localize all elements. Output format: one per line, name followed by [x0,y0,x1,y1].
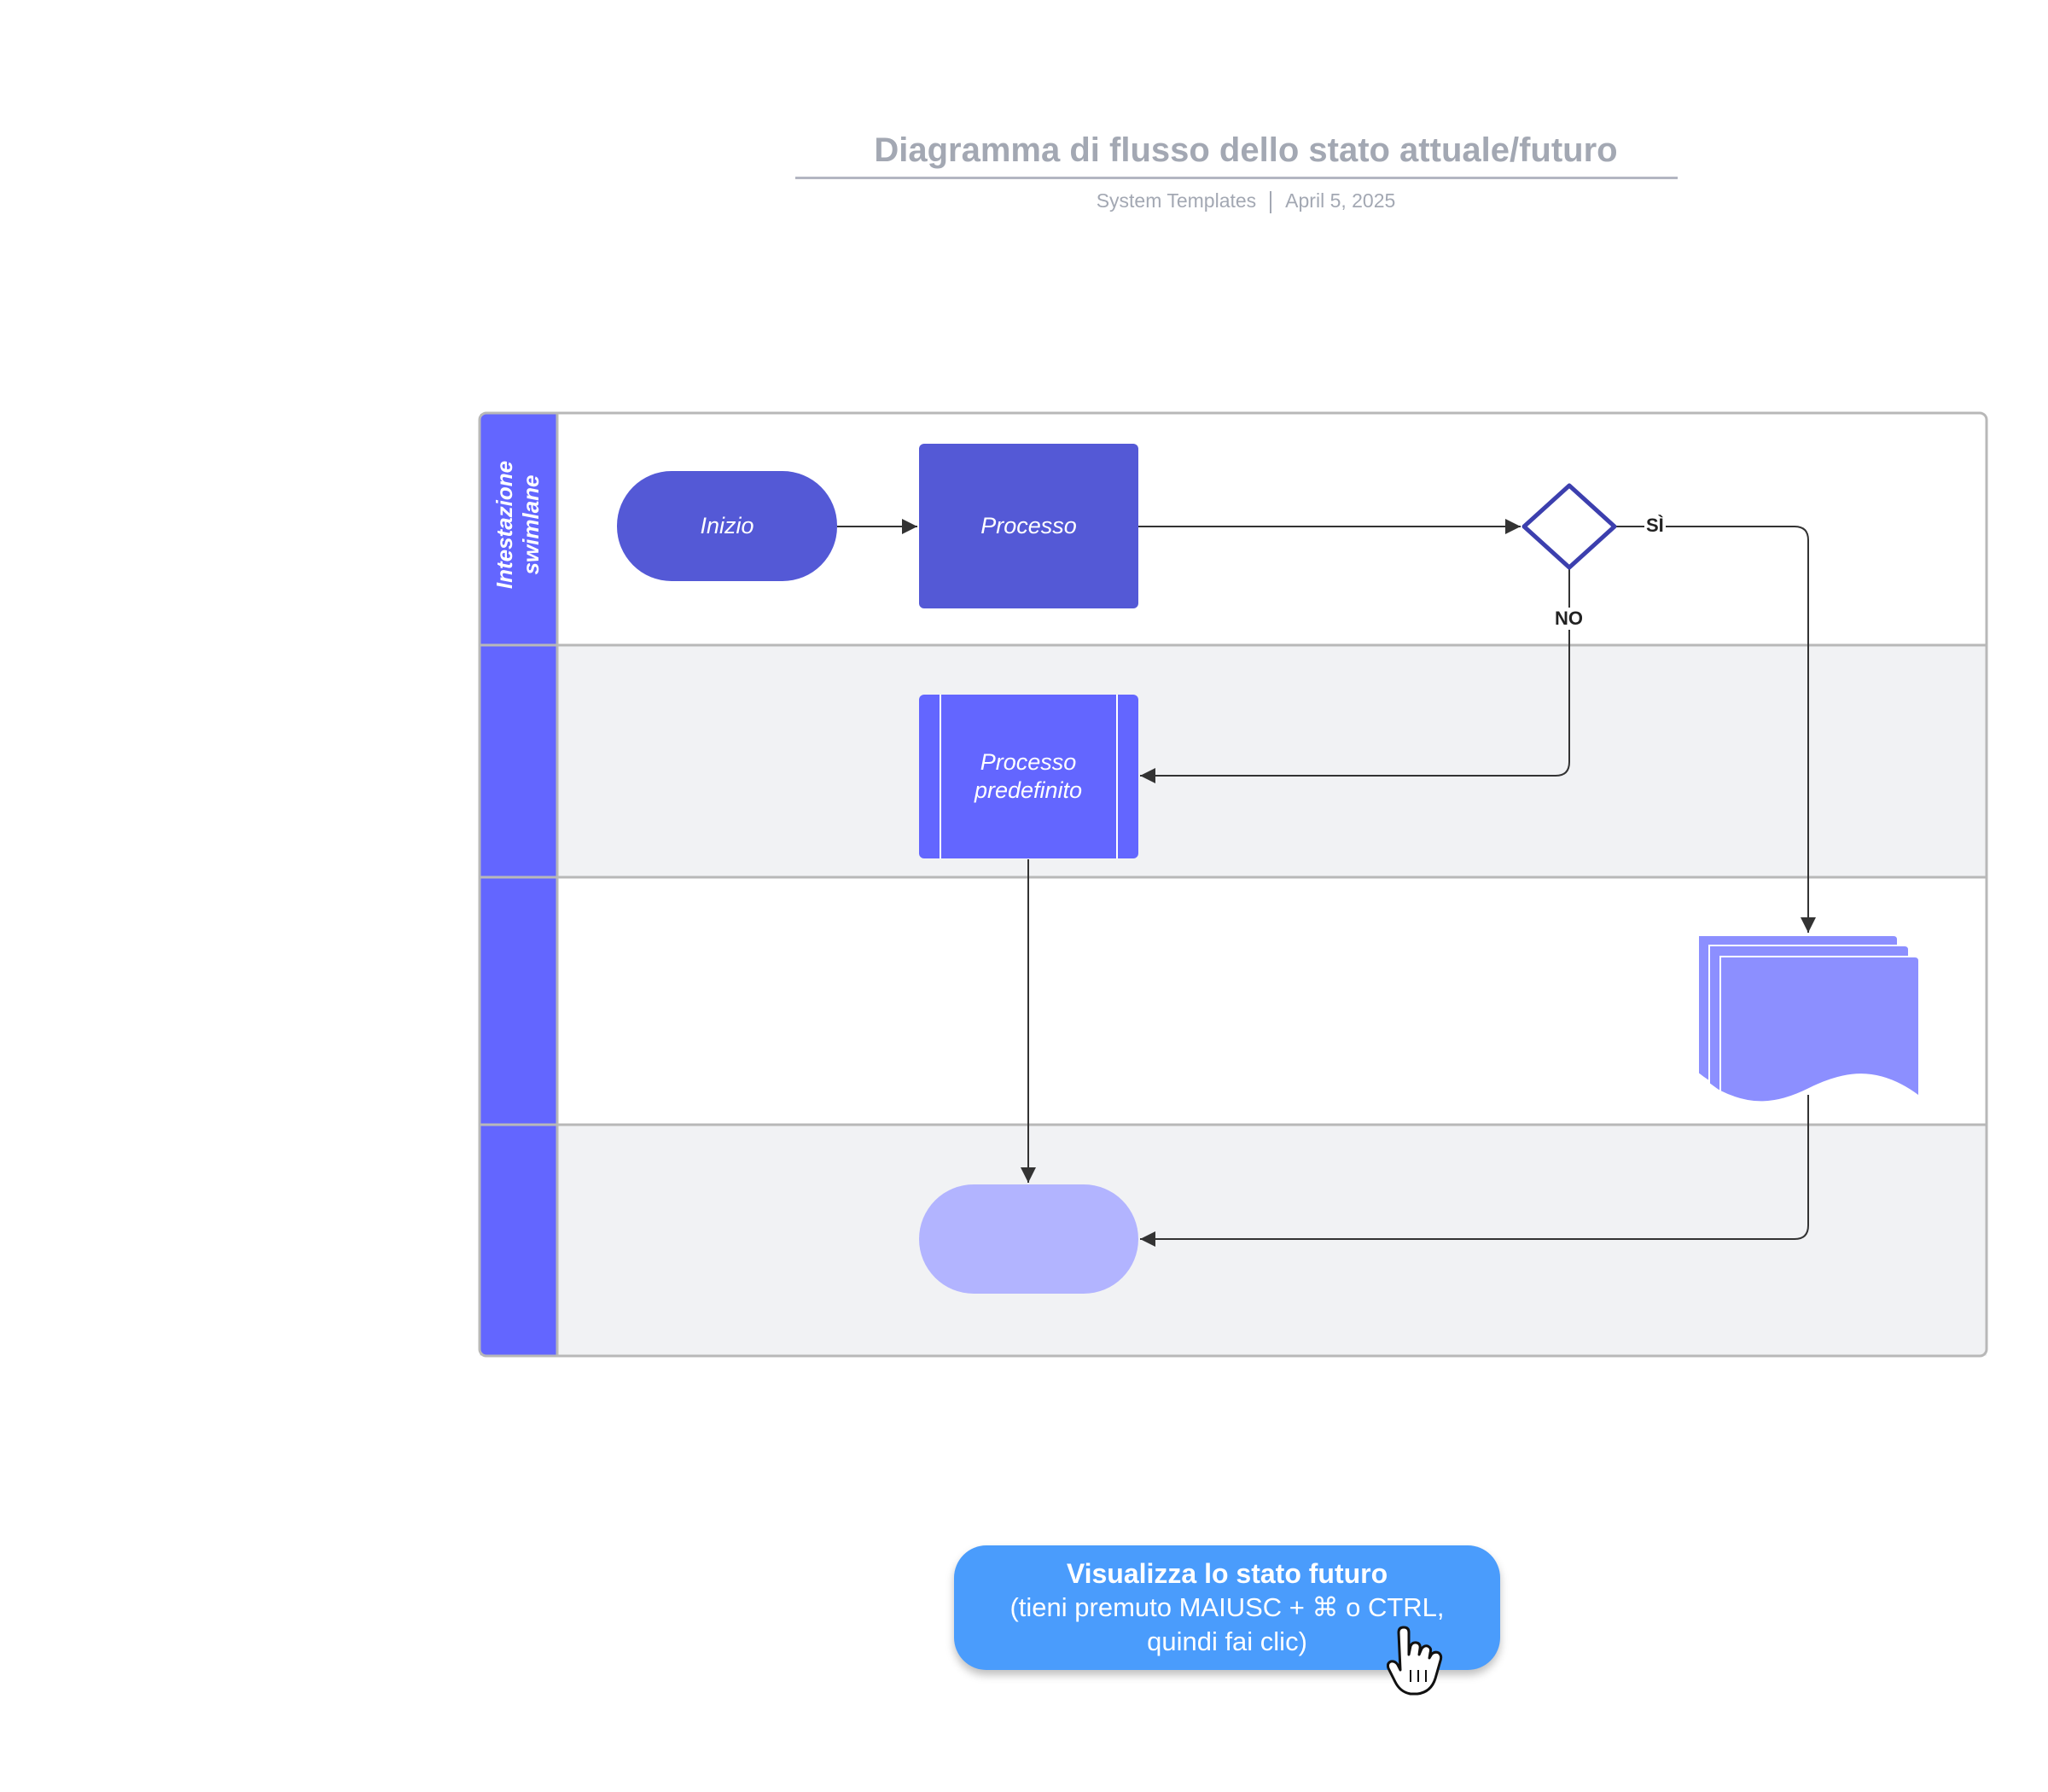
swimlane-border [478,411,1988,1358]
multiple-documents-shape[interactable] [1697,934,1920,1103]
predefined-process-box[interactable] [919,695,1138,858]
process-box[interactable] [919,444,1138,608]
end-terminator[interactable] [919,1184,1138,1294]
edge-label-yes: SÌ [1644,515,1666,537]
pointing-hand-cursor-icon [1387,1626,1443,1696]
start-terminator[interactable] [617,471,837,581]
lane-2-header[interactable] [480,645,557,877]
cta-title: Visualizza lo stato futuro [1066,1558,1388,1589]
edge-label-no: NO [1553,608,1585,630]
lane-4-header[interactable] [480,1125,557,1355]
cta-line-3: quindi fai clic) [1147,1626,1307,1656]
page-title: Diagramma di flusso dello stato attuale/… [874,131,1618,169]
page-subtitle: System Templates April 5, 2025 [794,189,1698,213]
connector-decision-no[interactable] [1140,567,1570,783]
connector-documents-to-end[interactable] [1140,1095,1809,1247]
decision-diamond[interactable] [1521,483,1617,570]
lane-2-body [480,645,1987,877]
title-underline [795,177,1678,179]
cta-line-2: (tieni premuto MAIUSC + ⌘ o CTRL, [1009,1592,1445,1622]
connector-decision-yes[interactable] [1613,526,1816,933]
lane-3-header[interactable] [480,877,557,1125]
lane-1-header[interactable] [480,414,557,645]
author-label: System Templates [1096,189,1257,212]
date-label: April 5, 2025 [1285,189,1396,212]
connectors [837,519,1816,1247]
lane-4-body [480,1125,1987,1356]
subtitle-separator [1270,190,1272,213]
